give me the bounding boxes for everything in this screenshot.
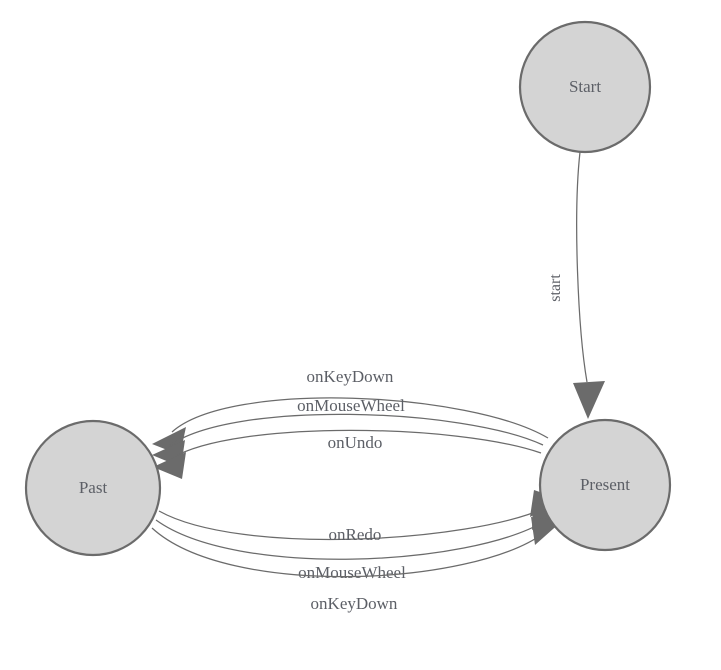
node-start-circle xyxy=(518,20,652,154)
edge-path-undo xyxy=(171,429,542,459)
node-start-label: Start xyxy=(569,77,601,96)
edge-present-to-past-onundo[interactable]: onUndo xyxy=(153,429,542,479)
edge-label-wheel-down: onMouseWheel xyxy=(298,563,406,582)
edge-past-to-present-onredo[interactable]: onRedo xyxy=(158,490,563,544)
edge-path-keydown-up xyxy=(171,397,549,439)
node-present-label: Present xyxy=(580,475,630,494)
arrowhead-start-to-present xyxy=(573,381,605,419)
node-past[interactable]: Past xyxy=(24,419,162,557)
edge-present-to-past-onmousewheel[interactable]: onMouseWheel xyxy=(152,396,544,467)
edge-path-start xyxy=(576,151,588,383)
arrowhead-undo xyxy=(153,452,186,479)
edge-label-wheel-up: onMouseWheel xyxy=(297,396,405,415)
edge-path-wheel-up xyxy=(168,413,544,447)
edge-path-wheel-down xyxy=(155,519,546,560)
node-start[interactable]: Start xyxy=(518,20,652,154)
edge-label-keydown-up: onKeyDown xyxy=(307,367,394,386)
node-present-circle xyxy=(538,418,672,552)
edge-start-to-present[interactable]: start xyxy=(547,151,605,419)
edge-path-redo xyxy=(158,507,546,541)
edge-path-keydown-down xyxy=(151,527,545,578)
node-past-label: Past xyxy=(79,478,108,497)
edge-label-undo: onUndo xyxy=(328,433,383,452)
edge-label-keydown-down: onKeyDown xyxy=(311,594,398,613)
edge-label-redo: onRedo xyxy=(329,525,382,544)
node-past-circle xyxy=(24,419,162,557)
node-present[interactable]: Present xyxy=(538,418,672,552)
edge-label-start: start xyxy=(547,274,564,302)
